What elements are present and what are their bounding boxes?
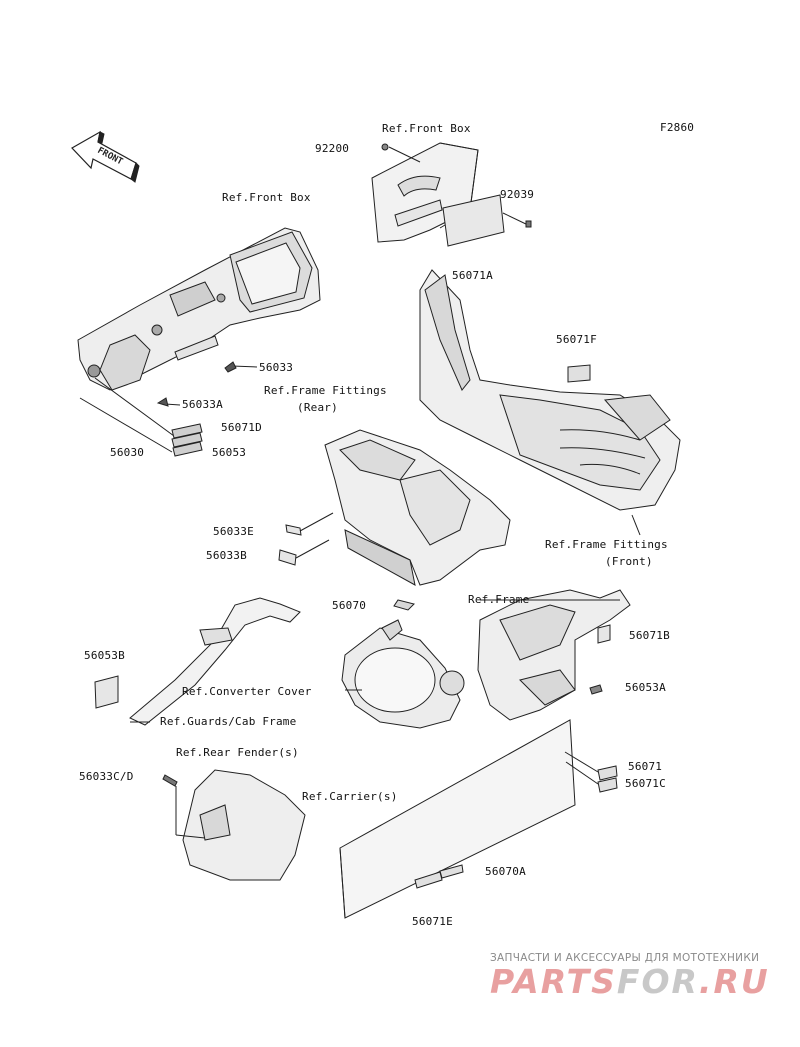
label-56033A: 56033A (182, 398, 223, 411)
label-ref-frame-fittings-rear-2: (Rear) (297, 401, 338, 414)
cab-frame-part (94, 597, 301, 726)
converter-cover-part (341, 599, 465, 729)
label-ref-converter-cover: Ref.Converter Cover (182, 685, 312, 698)
diagram-code: F2860 (660, 121, 695, 134)
carrier-part (339, 719, 618, 919)
label-ref-guards-cab-frame: Ref.Guards/Cab Frame (160, 715, 297, 728)
label-56070: 56070 (332, 599, 367, 612)
label-56033E: 56033E (213, 525, 254, 538)
label-56071A: 56071A (452, 269, 493, 282)
label-ref-rear-fender: Ref.Rear Fender(s) (176, 746, 299, 759)
front-box-part (371, 142, 532, 247)
label-56071C: 56071C (625, 777, 666, 790)
rear-fender-part (162, 769, 306, 881)
frame-part (477, 589, 631, 721)
label-56033B: 56033B (206, 549, 247, 562)
label-56053B: 56053B (84, 649, 125, 662)
watermark-brand-part1: PARTS (490, 962, 617, 1001)
watermark-brand-part2: FOR (616, 962, 699, 1001)
label-ref-front-box-top: Ref.Front Box (382, 122, 471, 135)
dashboard-part (77, 227, 321, 457)
label-56070A: 56070A (485, 865, 526, 878)
label-ref-frame-fittings-front-1: Ref.Frame Fittings (545, 538, 668, 551)
label-92039: 92039 (500, 188, 535, 201)
label-56030: 56030 (110, 446, 145, 459)
label-56033: 56033 (259, 361, 294, 374)
label-56053: 56053 (212, 446, 247, 459)
label-56053A: 56053A (625, 681, 666, 694)
label-ref-frame: Ref.Frame (468, 593, 530, 606)
label-56071F: 56071F (556, 333, 597, 346)
label-ref-carrier: Ref.Carrier(s) (302, 790, 398, 803)
front-arrow-icon (71, 130, 140, 183)
label-ref-front-box-left: Ref.Front Box (222, 191, 311, 204)
label-56033CD: 56033C/D (79, 770, 134, 783)
front-frame-fittings-part (419, 269, 681, 536)
label-92200: 92200 (315, 142, 350, 155)
label-56071D: 56071D (221, 421, 262, 434)
label-ref-frame-fittings-rear-1: Ref.Frame Fittings (264, 384, 387, 397)
rear-frame-fittings-part (278, 429, 511, 586)
watermark-brand-part3: .RU (698, 962, 770, 1001)
label-ref-frame-fittings-front-2: (Front) (605, 555, 653, 568)
label-56071E: 56071E (412, 915, 453, 928)
label-56071: 56071 (628, 760, 663, 773)
label-56071B: 56071B (629, 629, 670, 642)
watermark-subtitle: ЗАПЧАСТИ И АКСЕССУАРЫ ДЛЯ МОТОТЕХНИКИ (490, 952, 760, 964)
watermark-logo: PARTSFOR.RU (490, 962, 770, 1001)
